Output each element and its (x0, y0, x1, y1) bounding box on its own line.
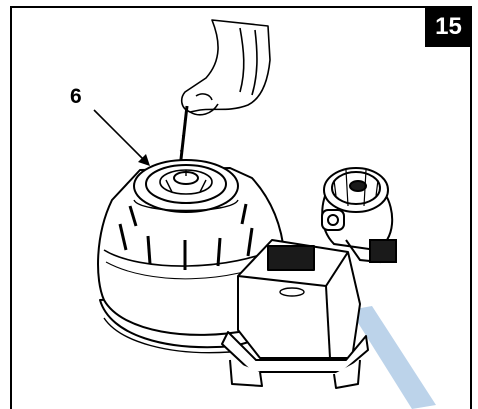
step-badge-bg (425, 6, 472, 47)
cleaning-rod (178, 105, 189, 169)
figure-frame (10, 6, 472, 409)
pump-motor-icon (221, 239, 369, 389)
callout-leader (93, 109, 150, 166)
strainer-lid-icon (321, 167, 397, 264)
hose-accent (350, 306, 436, 409)
gloved-hand-icon (180, 19, 271, 116)
callout-label: 6 (70, 85, 82, 108)
step-badge: 15 (435, 12, 462, 40)
